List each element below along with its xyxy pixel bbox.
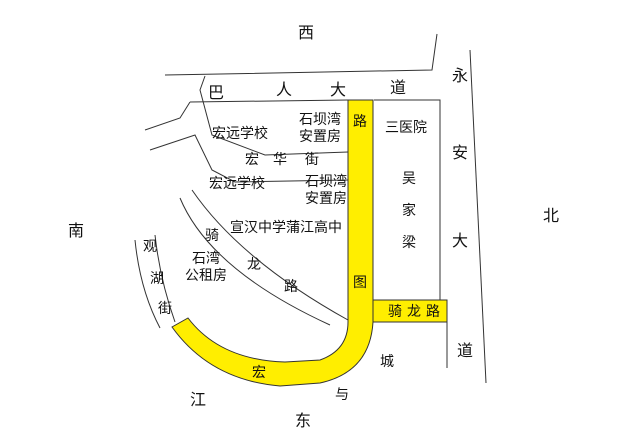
place-shiwan-housing: 石湾公租房 — [185, 251, 227, 284]
bayan-road-south-edge — [189, 99, 349, 103]
place-wujialiang: 梁 — [402, 235, 416, 251]
road-label-qilong: 路 — [284, 279, 298, 295]
highlighted-road-qilong — [372, 299, 448, 323]
road-label-yongan: 大 — [452, 231, 469, 250]
place-shibawan: 石坝湾安置房 — [299, 112, 341, 145]
road-label-jiangdong: 江 — [190, 390, 207, 409]
road-label-hongyu: 与 — [335, 387, 349, 403]
yongan-road-east-edge — [469, 49, 487, 384]
direction-south: 南 — [68, 221, 85, 240]
place-hongyuan-school-2: 宏远学校 — [209, 176, 265, 192]
road-label-qilong-h: 骑 — [388, 304, 402, 320]
road-label-jiangdong: 东 — [295, 411, 312, 430]
road-label-guanhu: 湖 — [150, 271, 164, 287]
road-label-bayan: 大 — [330, 80, 347, 99]
road-label-bayan: 道 — [390, 78, 407, 97]
road-label-tu: 图 — [353, 275, 367, 291]
road-label-hongyu: 宏 — [252, 365, 266, 381]
road-label-honghua: 街 — [305, 152, 319, 168]
road-label-qilong-h: 路 — [426, 304, 440, 320]
highlighted-road-lutu — [171, 99, 374, 387]
road-label-qilong: 龙 — [247, 257, 261, 273]
place-wujialiang: 家 — [402, 203, 416, 219]
road-label-bayan: 人 — [276, 80, 293, 99]
road-label-hongyu: 城 — [380, 354, 394, 370]
road-label-qilong: 骑 — [205, 228, 219, 244]
place-xuanhan-school: 宣汉中学蒲江高中 — [230, 220, 342, 236]
place-hongyuan-school: 宏远学校 — [212, 126, 268, 142]
place-third-hospital: 三医院 — [385, 120, 427, 136]
road-label-bayan: 巴 — [208, 83, 225, 102]
road-label-guanhu: 观 — [143, 239, 157, 255]
road-label-lu: 路 — [353, 114, 367, 130]
road-label-yongan: 永 — [452, 66, 469, 85]
road-label-honghua: 华 — [273, 152, 287, 168]
place-wujialiang: 吴 — [402, 171, 416, 187]
road-label-honghua: 宏 — [245, 152, 259, 168]
road-label-guanhu: 街 — [158, 301, 172, 317]
road-label-qilong-h: 龙 — [407, 304, 421, 320]
direction-north: 北 — [543, 206, 560, 225]
bayan-road-north-edge — [164, 33, 438, 76]
road-label-yongan: 安 — [452, 143, 469, 162]
direction-west: 西 — [298, 23, 315, 42]
road-label-yongan: 道 — [457, 341, 474, 360]
place-shibawan-2: 石坝湾安置房 — [305, 174, 347, 207]
